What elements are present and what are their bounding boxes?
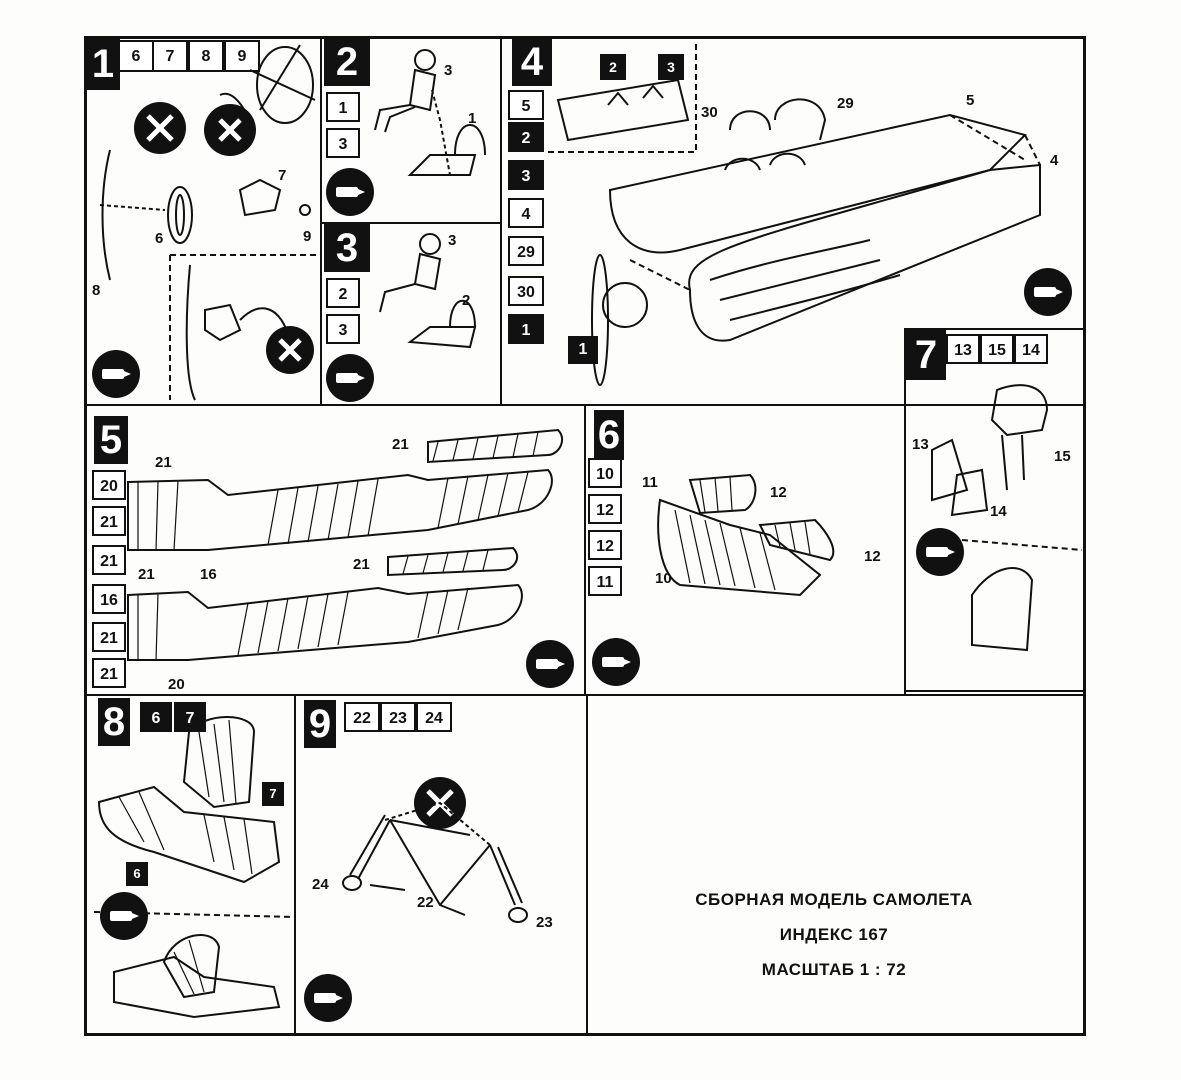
part-box: 14 — [1014, 334, 1048, 364]
landing-gear-drawing — [342, 777, 528, 923]
glue-icon — [526, 640, 574, 688]
pilot-seat-drawing — [379, 233, 477, 349]
step-number: 7 — [906, 330, 946, 380]
step-number: 2 — [324, 38, 370, 86]
step-number: 9 — [304, 700, 336, 748]
part-label: 6 — [155, 230, 164, 247]
step-number: 6 — [594, 410, 624, 460]
part-box: 1 — [326, 92, 360, 122]
part-box: 9 — [224, 40, 260, 72]
part-box: 1 — [508, 314, 544, 344]
part-label: 21 — [138, 566, 155, 583]
part-box: 23 — [380, 702, 416, 732]
part-box: 24 — [416, 702, 452, 732]
part-label: 21 — [353, 556, 370, 573]
part-label: 3 — [444, 62, 453, 79]
tailplane-drawing — [657, 473, 835, 597]
glue-icon — [326, 168, 374, 216]
part-label: 8 — [92, 282, 101, 299]
part-box: 6 — [126, 862, 148, 886]
part-box: 3 — [326, 314, 360, 344]
part-box: 21 — [92, 622, 126, 652]
part-label: 16 — [200, 566, 217, 583]
part-box: 30 — [508, 276, 544, 306]
part-label: 11 — [642, 474, 658, 491]
part-label: 20 — [168, 676, 185, 693]
model-index: ИНДЕКС 167 — [779, 925, 889, 944]
step-number: 3 — [324, 224, 370, 272]
part-box: 6 — [118, 40, 154, 72]
part-box: 13 — [946, 334, 980, 364]
part-label: 24 — [312, 876, 329, 893]
model-scale: МАСШТАБ 1 : 72 — [761, 960, 907, 979]
part-label: 3 — [448, 232, 457, 249]
engine-assembly-drawing — [99, 44, 320, 401]
step-number: 4 — [512, 38, 552, 86]
part-label: 14 — [990, 503, 1007, 520]
inset-part-box: 3 — [658, 54, 684, 80]
part-box: 7 — [152, 40, 188, 72]
part-box: 1 — [568, 336, 598, 364]
part-box: 12 — [588, 530, 622, 560]
part-box: 2 — [326, 278, 360, 308]
part-box: 3 — [326, 128, 360, 158]
part-label: 21 — [392, 436, 409, 453]
part-box: 8 — [188, 40, 224, 72]
part-label: 21 — [155, 454, 172, 471]
part-box: 21 — [92, 658, 126, 688]
part-label: 22 — [417, 894, 434, 911]
model-title: СБОРНАЯ МОДЕЛЬ САМОЛЕТА — [695, 890, 973, 909]
part-box: 6 — [140, 702, 172, 732]
step-number: 5 — [94, 416, 128, 464]
part-label: 5 — [966, 92, 975, 109]
part-box: 22 — [344, 702, 380, 732]
part-label: 7 — [278, 167, 287, 184]
part-label: 2 — [462, 292, 471, 309]
step-number: 1 — [86, 38, 120, 90]
part-box: 21 — [92, 545, 126, 575]
glue-icon — [326, 354, 374, 402]
glue-icon — [916, 528, 964, 576]
caption-panel — [586, 694, 1086, 1036]
part-box: 3 — [508, 160, 544, 190]
part-label: 12 — [864, 548, 881, 565]
part-label: 9 — [303, 228, 312, 245]
fuselage-assembly-drawing — [591, 98, 1041, 386]
part-box: 16 — [92, 584, 126, 614]
tail-assembly-drawing — [93, 716, 295, 1019]
step-number: 8 — [98, 698, 130, 746]
glue-icon — [592, 638, 640, 686]
glue-icon — [304, 974, 352, 1022]
part-box: 29 — [508, 236, 544, 266]
part-box: 7 — [262, 782, 284, 806]
part-label: 1 — [468, 110, 477, 127]
part-label: 4 — [1050, 152, 1059, 169]
cockpit-inset-drawing — [548, 40, 697, 153]
part-label: 23 — [536, 914, 553, 931]
glue-icon — [92, 350, 140, 398]
glue-icon — [100, 892, 148, 940]
part-label: 15 — [1054, 448, 1071, 465]
part-box: 11 — [588, 566, 622, 596]
glue-icon — [1024, 268, 1072, 316]
wings-drawing — [127, 428, 564, 661]
pilot-seat-drawing — [374, 49, 486, 176]
inset-part-box: 2 — [600, 54, 626, 80]
part-label: 13 — [912, 436, 929, 453]
part-label: 10 — [655, 570, 672, 587]
part-box: 4 — [508, 198, 544, 228]
part-box: 15 — [980, 334, 1014, 364]
rudder-fin-drawing — [931, 384, 1083, 652]
part-box: 2 — [508, 122, 544, 152]
part-box: 10 — [588, 458, 622, 488]
part-box: 21 — [92, 506, 126, 536]
part-label: 29 — [837, 95, 854, 112]
part-box: 5 — [508, 90, 544, 120]
part-label: 12 — [770, 484, 787, 501]
part-box: 20 — [92, 470, 126, 500]
part-box: 12 — [588, 494, 622, 524]
part-label: 30 — [701, 104, 718, 121]
